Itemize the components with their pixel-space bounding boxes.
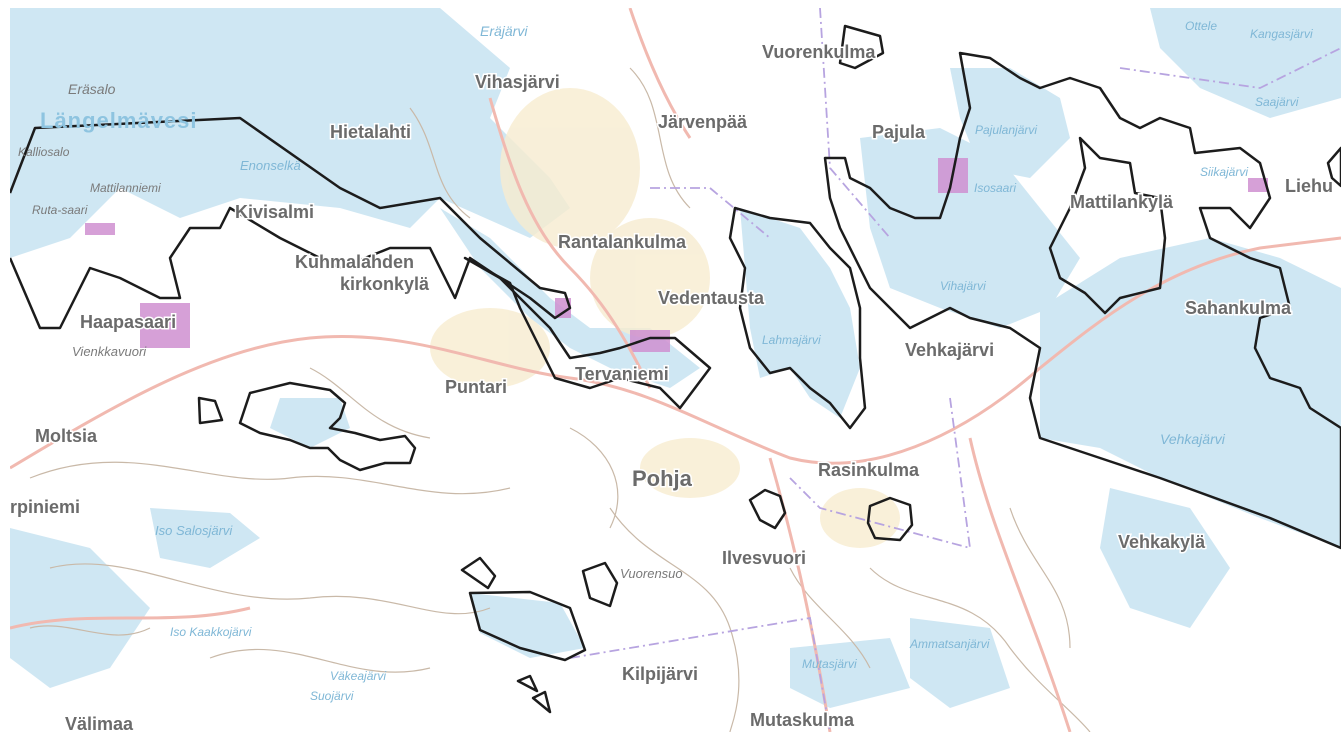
label-rutasaari: Ruta-saari	[32, 203, 88, 217]
label-ilvesvuori: Ilvesvuori	[722, 548, 806, 568]
map-canvas[interactable]: Längelmävesi Eräsalo Kalliosalo Mattilan…	[10, 8, 1341, 732]
label-vuorenkulma: Vuorenkulma	[762, 42, 876, 62]
major-roads	[10, 8, 1341, 732]
label-orpiniemi: rpiniemi	[10, 497, 80, 517]
lake-ottele	[1150, 8, 1341, 118]
label-valimaa: Välimaa	[65, 714, 134, 732]
label-vihasjarvi: Vihasjärvi	[475, 72, 560, 92]
protected-area-tervaniemi	[463, 256, 712, 410]
label-kivisalmi: Kivisalmi	[235, 202, 314, 222]
lake-vihajarvi	[860, 128, 1080, 328]
label-vuorensuo: Vuorensuo	[620, 566, 683, 581]
protected-area-vedentausta	[728, 206, 867, 430]
protected-area-vehkajarvi	[823, 51, 1341, 550]
municipal-boundary	[569, 8, 1341, 732]
protected-area-elamajarvi	[468, 590, 587, 662]
label-kangasjarvi: Kangasjärvi	[1250, 27, 1313, 41]
label-kuhmalahden: Kuhmalahden	[295, 252, 414, 272]
lake-vehkakyla-south	[1100, 488, 1230, 628]
protected-areas	[10, 24, 1341, 714]
lake-ammatsanjarvi	[910, 618, 1010, 708]
label-isokaakkojarvi: Iso Kaakkojärvi	[170, 625, 252, 639]
built-up-areas	[85, 158, 1268, 352]
label-mutaskulma: Mutaskulma	[750, 710, 855, 730]
label-ottele: Ottele	[1185, 19, 1217, 33]
lake-south-left	[10, 528, 150, 688]
label-tervaniemi: Tervaniemi	[575, 364, 669, 384]
label-pohja: Pohja	[632, 466, 693, 491]
protected-area-langelmavesi	[10, 116, 572, 330]
label-vehkakyla: Vehkakylä	[1118, 532, 1206, 552]
label-enonselka: Enonselkä	[240, 158, 301, 173]
protected-area-mattilankyla	[1048, 136, 1167, 315]
label-pajulanjarvi: Pajulanjärvi	[975, 123, 1037, 137]
protected-area-south-c	[531, 690, 552, 714]
label-erasalo: Eräsalo	[68, 81, 116, 97]
label-haapasaari: Haapasaari	[80, 312, 176, 332]
label-lahmajarvi: Lahmajärvi	[762, 333, 821, 347]
label-kilpijarvi: Kilpijärvi	[622, 664, 698, 684]
protected-area-liehu	[1326, 146, 1341, 188]
lake-mutasjarvi	[790, 638, 910, 708]
lake-pajulanjarvi	[950, 68, 1070, 178]
protected-area-central-lake	[238, 381, 417, 472]
lake-small-center	[270, 398, 350, 448]
lake-isosalosjarvi	[150, 508, 260, 568]
label-erajarvi: Eräjärvi	[480, 23, 528, 39]
label-sahankulma: Sahankulma	[1185, 298, 1292, 318]
label-vehkajarvi-town: Vehkajärvi	[905, 340, 994, 360]
label-saajarvi: Saajärvi	[1255, 95, 1299, 109]
label-isosaari: Isosaari	[974, 181, 1016, 195]
protected-area-rasinkulma	[866, 496, 914, 542]
label-isosalosjarvi: Iso Salosjärvi	[155, 523, 233, 538]
label-pajula: Pajula	[872, 122, 926, 142]
label-vakealarvi: Väkeajärvi	[330, 669, 386, 683]
lake-vedentausta	[740, 208, 860, 418]
lake-langelmavesi	[10, 8, 570, 258]
label-vedentausta: Vedentausta	[658, 288, 765, 308]
label-langelmavesi: Längelmävesi	[40, 108, 198, 133]
label-hietalahti: Hietalahti	[330, 122, 411, 142]
label-rantalankulma: Rantalankulma	[558, 232, 687, 252]
label-mattilanniemi: Mattilanniemi	[90, 181, 161, 195]
label-vienkkavuori: Vienkkavuori	[72, 344, 147, 359]
label-rasinkulma: Rasinkulma	[818, 460, 920, 480]
label-jarvenpaa: Järvenpää	[658, 112, 748, 132]
lake-elamajarvi	[470, 593, 585, 658]
label-kalliosalo: Kalliosalo	[18, 145, 70, 159]
label-vihajarvi: Vihajärvi	[940, 279, 986, 293]
label-puntari: Puntari	[445, 377, 507, 397]
protected-area-vuorenkulma	[838, 24, 885, 70]
label-ammatsanjarvi: Ammatsanjärvi	[909, 637, 990, 651]
protected-area-pohja-east	[748, 488, 787, 530]
label-suojarvi: Suojärvi	[310, 689, 354, 703]
label-moltsia: Moltsia	[35, 426, 98, 446]
label-mattilankyla: Mattilankylä	[1070, 192, 1174, 212]
map-labels: Längelmävesi Eräsalo Kalliosalo Mattilan…	[10, 19, 1335, 732]
protected-area-south-a	[460, 556, 497, 590]
label-kirkonkyla: kirkonkylä	[340, 274, 430, 294]
minor-roads	[29, 67, 1091, 732]
protected-area-vuorensuo	[581, 561, 619, 608]
label-vehkajarvi-lake: Vehkajärvi	[1160, 431, 1226, 447]
protected-area-small-a	[197, 396, 224, 425]
label-liehu: Liehu	[1285, 176, 1333, 196]
protected-area-south-b	[516, 674, 539, 693]
label-siikajarvi: Siikajärvi	[1200, 165, 1248, 179]
label-mutasjarvi: Mutasjärvi	[802, 657, 857, 671]
